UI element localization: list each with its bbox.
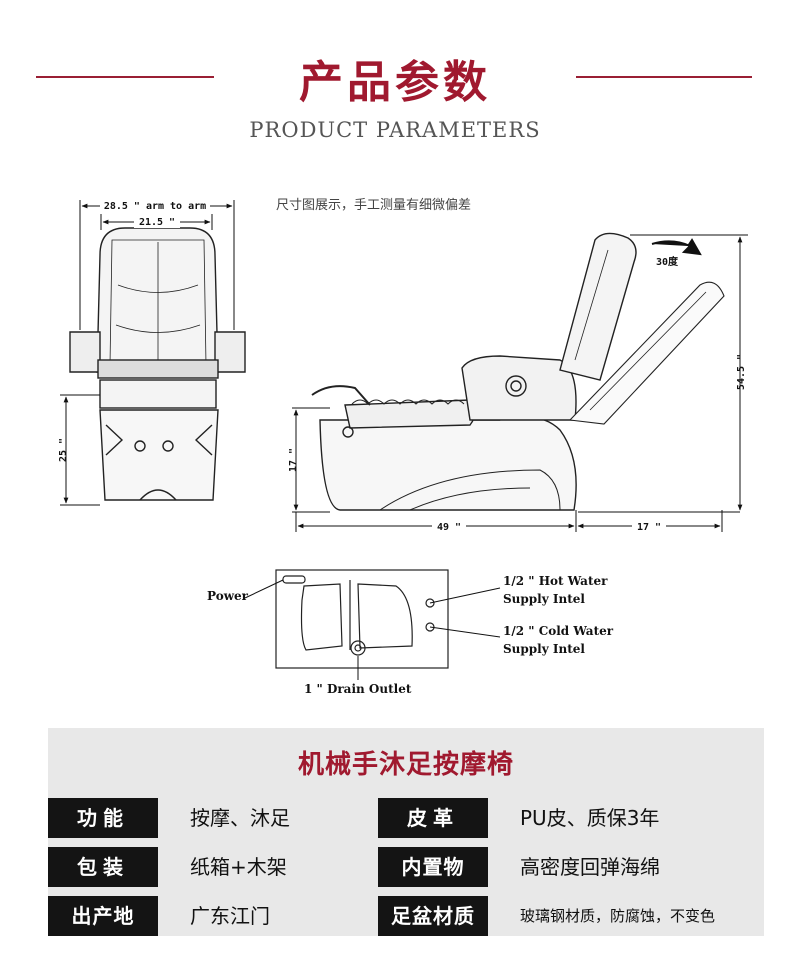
measurement-note: 尺寸图展示，手工测量有细微偏差 <box>276 198 472 213</box>
recline-arrow-icon <box>651 238 702 256</box>
spec-key-origin: 出产地 <box>48 896 158 936</box>
spec-key-leather: 皮革 <box>378 798 488 838</box>
recline-label: 30度 <box>656 255 679 268</box>
front-view-chair <box>69 227 246 501</box>
spec-value-filling: 高密度回弹海绵 <box>520 855 660 879</box>
header-line-right <box>576 76 752 78</box>
spec-value-packaging: 纸箱+木架 <box>190 855 287 879</box>
arm-to-arm-label: 28.5 " arm to arm <box>104 201 206 212</box>
dimension-drawings: 28.5 " arm to arm 21.5 " 25 " 30度 <box>58 199 748 680</box>
header-line-left <box>36 76 214 78</box>
length-label-bg <box>432 520 466 533</box>
hot-water-label-2: Supply Intel <box>503 592 585 606</box>
side-height-label: 17 " <box>288 448 299 472</box>
extension-label-bg <box>632 520 666 533</box>
extension-label: 17 " <box>637 522 661 533</box>
drain-label: 1 " Drain Outlet <box>304 682 412 696</box>
base-plan <box>275 569 449 669</box>
total-height-label: 54.5 " <box>736 354 747 390</box>
spec-title: 机械手沐足按摩椅 <box>297 750 514 780</box>
inner-width-label: 21.5 " <box>139 217 175 228</box>
length-label: 49 " <box>437 522 461 533</box>
spec-value-leather: PU皮、质保3年 <box>520 806 660 830</box>
side-view-chair <box>311 232 725 511</box>
page-title: 产品参数 <box>299 57 491 108</box>
inner-width-label-bg <box>134 215 180 228</box>
cold-water-label-2: Supply Intel <box>503 642 585 656</box>
spec-value-function: 按摩、沐足 <box>190 806 290 830</box>
front-height-label: 25 " <box>58 438 69 462</box>
arm-to-arm-label-bg <box>100 199 210 212</box>
spec-key-packaging: 包装 <box>48 847 158 887</box>
cold-water-label: 1/2 " Cold Water <box>503 624 614 638</box>
spec-value-basin-material: 玻璃钢材质，防腐蚀，不变色 <box>520 907 716 925</box>
spec-key-basin-material: 足盆材质 <box>378 896 488 936</box>
hot-water-label: 1/2 " Hot Water <box>503 574 608 588</box>
spec-value-origin: 广东江门 <box>190 904 270 928</box>
page-subtitle: PRODUCT PARAMETERS <box>249 118 541 142</box>
spec-key-filling: 内置物 <box>378 847 488 887</box>
spec-key-function: 功能 <box>48 798 158 838</box>
power-label: Power <box>207 589 248 603</box>
